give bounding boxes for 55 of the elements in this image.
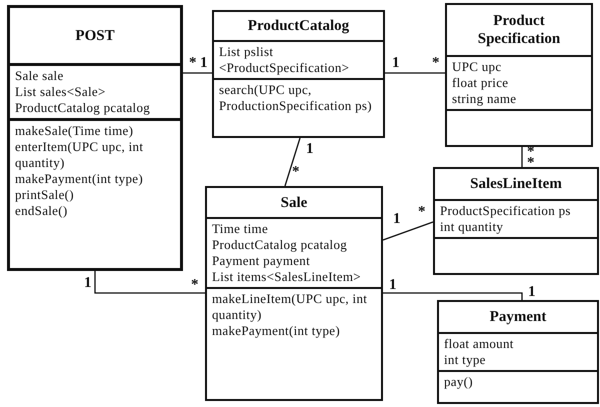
multiplicity-label: *	[292, 165, 300, 180]
class-name: Product Specification	[476, 12, 562, 48]
method-text: enterItem(UPC upc, int quantity)	[15, 139, 144, 171]
method-text: search(UPC upc, ProductionSpecification ps)	[219, 82, 373, 114]
attribute-text: Payment payment	[212, 253, 312, 269]
method-text: endSale()	[15, 203, 69, 219]
attribute-text: Time time	[212, 221, 270, 237]
attribute-text: int type	[444, 352, 487, 368]
class-box	[7, 5, 183, 271]
multiplicity-label: *	[191, 278, 198, 293]
multiplicity-label: 1	[306, 142, 314, 157]
class-name: Sale	[280, 194, 308, 212]
association-line	[385, 72, 445, 74]
multiplicity-label: 1	[393, 212, 400, 227]
class-box	[212, 10, 385, 138]
association-line	[284, 138, 301, 186]
attribute-text: List pslist <ProductSpecification>	[219, 44, 350, 76]
attribute-text: List items<SalesLineItem>	[212, 269, 362, 285]
association-line	[94, 271, 205, 294]
association-line	[521, 147, 523, 167]
multiplicity-label: *	[189, 56, 196, 71]
attribute-text: List sales<Sale>	[15, 84, 107, 100]
attribute-text: float amount	[444, 336, 515, 352]
attribute-text: float price	[452, 75, 510, 91]
association-line	[183, 72, 212, 74]
attribute-text: ProductCatalog pcatalog	[15, 100, 152, 116]
multiplicity-label: 1	[389, 278, 396, 293]
class-box	[437, 300, 599, 404]
association-line	[382, 221, 434, 241]
method-text: pay()	[444, 374, 474, 390]
method-text: makePayment(int type)	[15, 171, 144, 187]
multiplicity-label: 1	[84, 276, 92, 291]
method-text: makeLineItem(UPC upc, int quantity)	[212, 291, 368, 323]
method-text: makePayment(int type)	[212, 323, 341, 339]
class-box	[205, 186, 383, 401]
attribute-text: int quantity	[440, 219, 504, 235]
attribute-text: UPC upc	[452, 59, 502, 75]
multiplicity-label: 1	[392, 56, 400, 71]
class-name: POST	[75, 26, 115, 44]
multiplicity-label: *	[418, 205, 426, 220]
multiplicity-label: *	[432, 56, 440, 71]
attribute-text: ProductSpecification ps	[440, 203, 572, 219]
class-name: SalesLineItem	[470, 175, 562, 193]
method-text: printSale()	[15, 187, 75, 203]
multiplicity-label: 1	[200, 56, 208, 71]
multiplicity-label: 1	[528, 285, 536, 300]
class-box	[445, 3, 593, 147]
class-name: Payment	[490, 308, 546, 326]
class-box	[433, 167, 599, 275]
attribute-text: Sale sale	[15, 68, 65, 84]
class-name: ProductCatalog	[248, 17, 350, 35]
method-text: makeSale(Time time)	[15, 123, 134, 139]
association-line	[383, 292, 523, 300]
attribute-text: ProductCatalog pcatalog	[212, 237, 348, 253]
attribute-text: string name	[452, 91, 518, 107]
